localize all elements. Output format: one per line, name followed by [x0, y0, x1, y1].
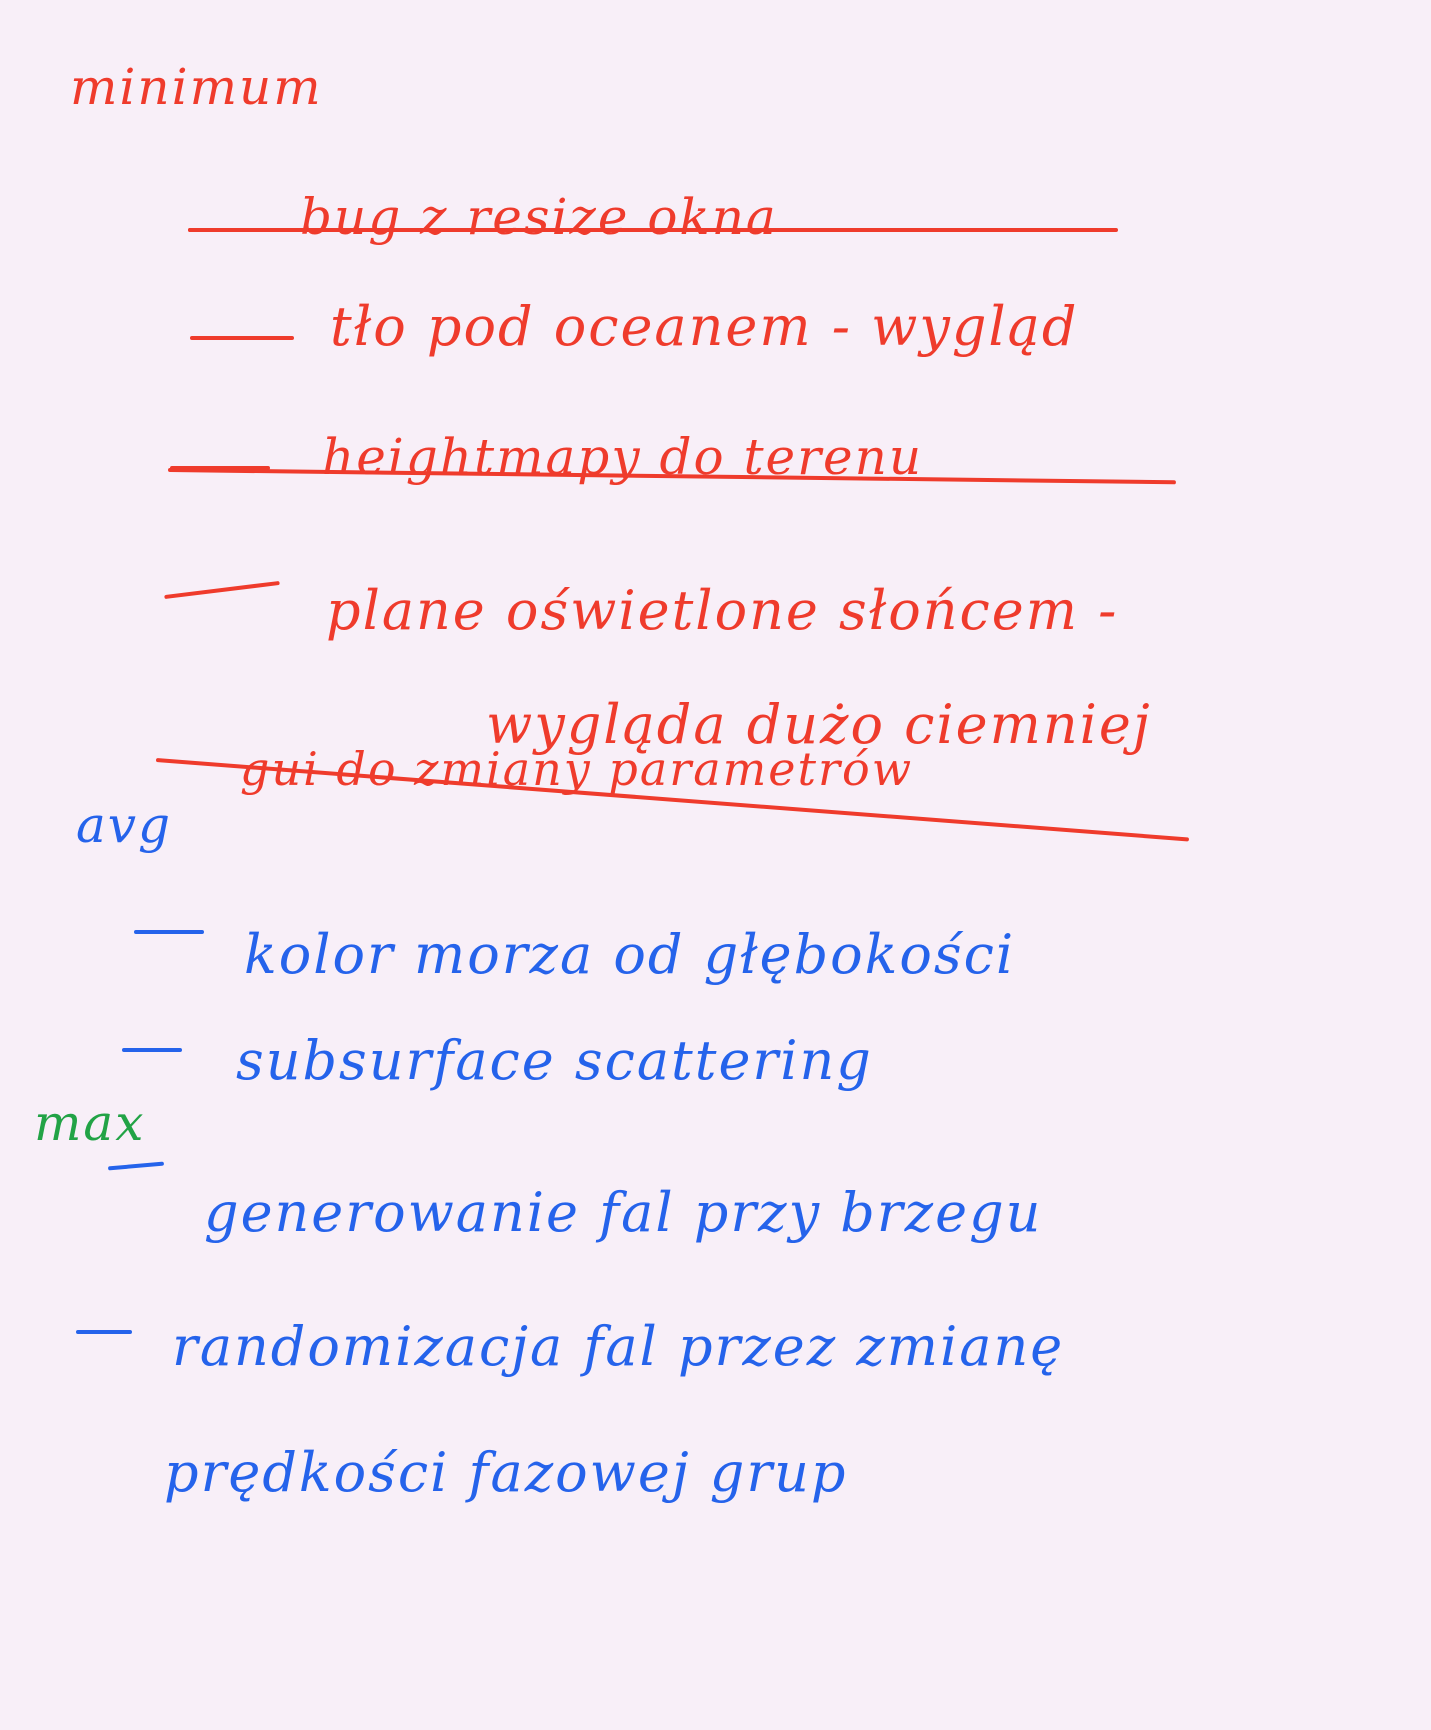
max-item-2: randomizacja fal przez zmianę [172, 1315, 1065, 1378]
minimum-item-4-continued: wygląda dużo ciemniej [486, 693, 1152, 756]
list-dash [164, 580, 280, 600]
list-dash [76, 1330, 132, 1334]
list-dash [170, 466, 270, 470]
max-item-2-continued: prędkości fazowej grup [164, 1441, 848, 1504]
list-dash [134, 930, 204, 934]
minimum-item-2: tło pod oceanem - wygląd [330, 295, 1079, 358]
minimum-item-5: gui do zmiany parametrów [240, 742, 914, 796]
avg-heading: avg [76, 796, 173, 854]
minimum-heading: minimum [70, 58, 323, 116]
list-dash [122, 1048, 182, 1052]
minimum-item-4: plane oświetlone słońcem - [326, 579, 1119, 642]
list-dash [107, 1161, 165, 1171]
list-dash [190, 336, 294, 340]
strikethrough-line [188, 228, 1118, 232]
max-heading: max [34, 1094, 146, 1152]
avg-item-2: subsurface scattering [236, 1029, 873, 1092]
max-item-1: generowanie fal przy brzegu [204, 1181, 1043, 1244]
avg-item-1: kolor morza od głębokości [244, 923, 1016, 986]
minimum-item-1: bug z resize okna [300, 188, 778, 246]
